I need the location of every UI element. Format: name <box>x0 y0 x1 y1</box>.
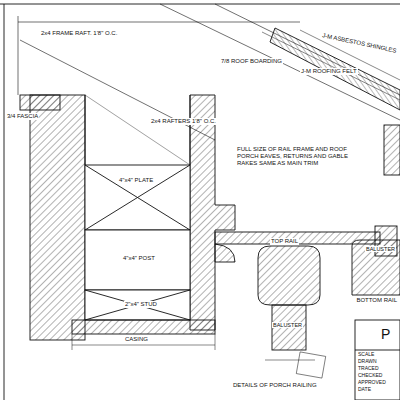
callout-label: APPROVED <box>357 380 387 386</box>
callout-label: BALUSTER <box>272 322 303 328</box>
callout-label: P <box>380 326 391 342</box>
callout-label: DRAWN <box>357 359 378 365</box>
callout-label: 2x4 FRAME RAFT. 1'8" O.C. <box>40 30 118 37</box>
callout-label: CHECKED <box>357 373 383 379</box>
callout-label: FULL SIZE OF RAIL FRAME AND ROOF PORCH E… <box>236 146 356 167</box>
callout-label: 4"x4" PLATE <box>118 177 154 184</box>
drawing-title: DETAILS OF PORCH RAILING <box>232 382 318 389</box>
callout-label: DATE <box>357 387 372 393</box>
callout-label: 2"x4" STUD <box>124 301 158 308</box>
callout-label: 3/4 FASCIA <box>6 113 39 120</box>
callout-label: CASING <box>124 336 149 343</box>
callout-label: J-M ROOFING FELT <box>300 68 358 75</box>
callout-label: 7/8 ROOF BOARDING <box>220 58 283 65</box>
callout-label: TRACED <box>357 366 380 372</box>
callout-label: SCALE <box>357 352 375 358</box>
callout-label: BOTTOM RAIL <box>355 297 398 304</box>
callout-label: BALUSTER <box>365 246 396 252</box>
callout-label: 2x4 RAFTERS 1'8" O.C. <box>150 118 217 125</box>
callout-label: 4"x4" POST <box>122 255 156 262</box>
callout-label: J-M ASBESTOS SHINGLES <box>321 32 398 55</box>
callout-label: TOP RAIL <box>270 238 299 245</box>
